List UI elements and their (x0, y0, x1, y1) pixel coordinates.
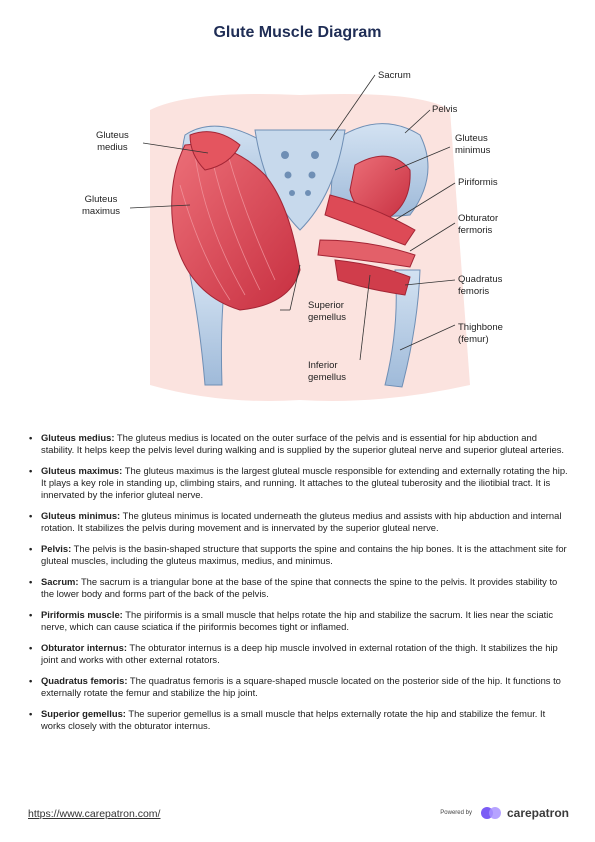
obturator-shape (317, 239, 416, 268)
list-item: •Obturator internus: The obturator inter… (29, 642, 558, 666)
carepatron-logo-icon (480, 807, 501, 819)
list-item: •Quadratus femoris: The quadratus femori… (29, 675, 561, 699)
sacrum-bone (254, 129, 346, 231)
footer-url-link[interactable]: https://www.carepatron.com/ (28, 808, 161, 820)
right-femur (384, 269, 421, 388)
label-quadratus: Quadratus femoris (458, 274, 503, 297)
label-superior-gemellus: Superior gemellus (308, 300, 347, 323)
label-gluteus-maximus: Gluteus maximus (82, 194, 121, 217)
glute-anatomy-illustration (129, 74, 470, 401)
powered-by-text: Powered by (440, 810, 472, 816)
label-inferior-gemellus: Inferior gemellus (308, 360, 347, 383)
list-item: •Superior gemellus: The superior gemellu… (29, 708, 546, 732)
label-gluteus-medius: Gluteus medius (96, 130, 129, 153)
list-item: •Gluteus maximus: The gluteus maximus is… (29, 465, 568, 501)
gluteus-medius-shape (189, 131, 241, 171)
muscle-description-list: •Gluteus medius: The gluteus medius is l… (28, 432, 568, 741)
label-pelvis: Pelvis (432, 104, 458, 115)
label-obturator: Obturator fermoris (458, 213, 499, 236)
quadratus-shape (334, 259, 411, 296)
label-gluteus-minimus: Gluteus minimus (455, 133, 491, 156)
list-item: •Piriformis muscle: The piriformis is a … (29, 609, 554, 633)
list-item: •Sacrum: The sacrum is a triangular bone… (29, 576, 558, 600)
label-sacrum: Sacrum (378, 70, 411, 81)
page-title: Glute Muscle Diagram (213, 24, 382, 41)
label-thighbone: Thighbone (femur) (458, 322, 503, 345)
gluteus-maximus-shape (171, 143, 301, 311)
brand-logo: Powered by carepatron (440, 804, 569, 822)
brand-name: carepatron (506, 806, 569, 820)
list-item: •Gluteus minimus: The gluteus minimus is… (29, 510, 562, 534)
list-item: •Gluteus medius: The gluteus medius is l… (29, 432, 565, 456)
list-item: •Pelvis: The pelvis is the basin-shaped … (29, 543, 567, 567)
piriformis-shape (324, 194, 416, 246)
label-piriformis: Piriformis (458, 177, 498, 188)
